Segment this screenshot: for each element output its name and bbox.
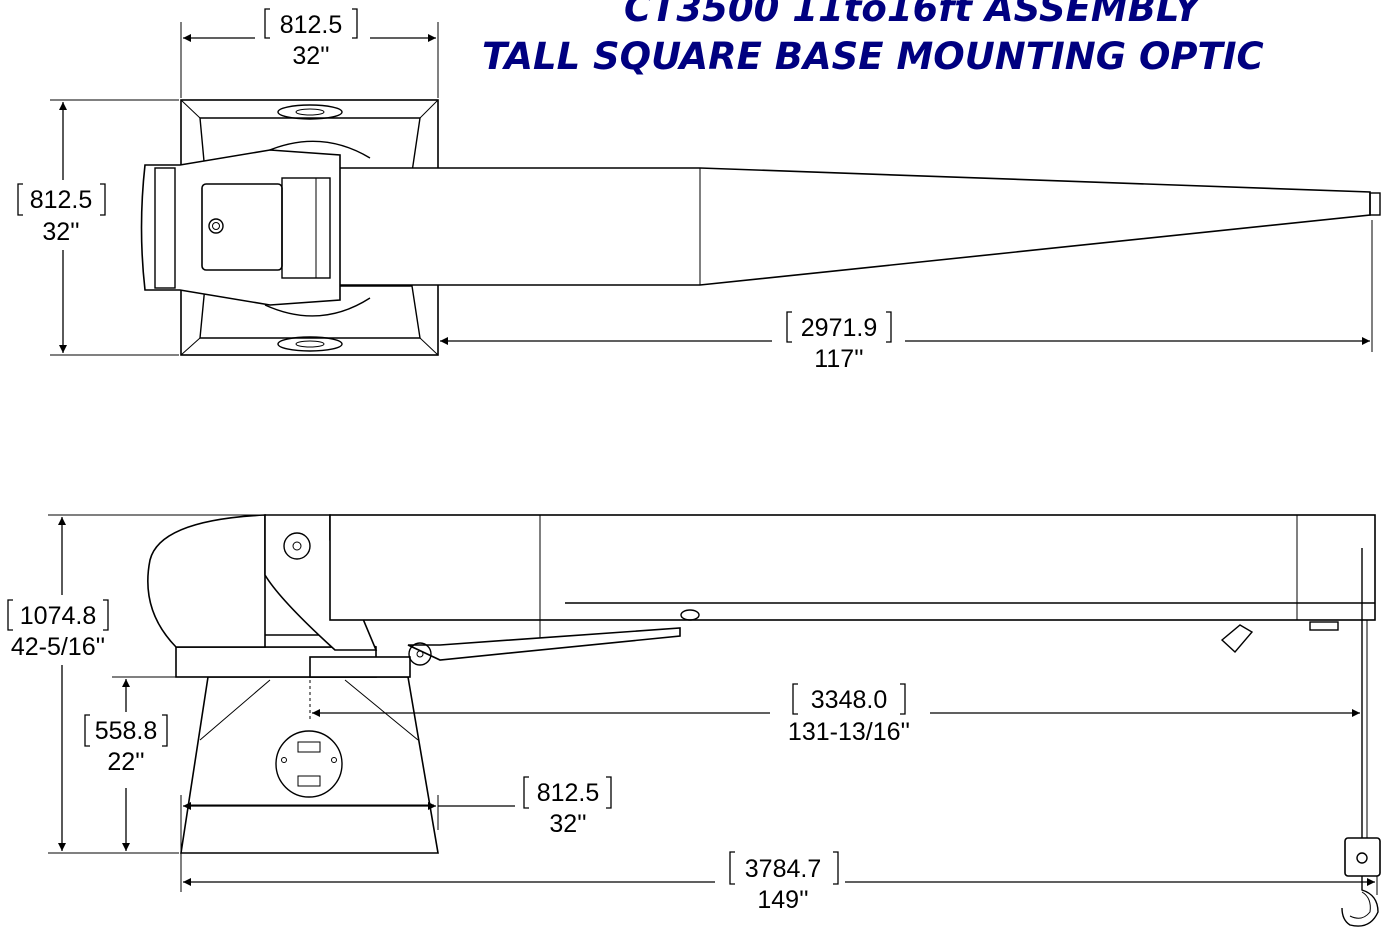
cover-plate <box>201 183 283 271</box>
base-access-port <box>275 730 343 798</box>
drawing-title-line1: CT3500 11to16ft ASSEMBLY <box>624 0 1201 30</box>
dim-top-boom-in: 117'' <box>814 345 863 373</box>
dim-top-depth: 812.5 32'' <box>17 99 179 356</box>
dim-side-base-width: 812.5 32'' <box>180 776 612 892</box>
dim-side-overall: 3784.7 149'' <box>183 851 1378 914</box>
dim-side-height: 1074.8 42-5/16'' <box>7 514 262 854</box>
dim-top-width-in: 32'' <box>292 42 329 70</box>
dim-top-width: 812.5 32'' <box>180 8 439 98</box>
dim-side-overall-mm: 3784.7 <box>745 855 821 883</box>
dim-top-depth-in: 32'' <box>42 218 79 246</box>
dim-side-base-width-in: 32'' <box>549 810 586 838</box>
dim-top-boom-mm: 2971.9 <box>801 314 877 342</box>
dim-top-width-mm: 812.5 <box>280 11 343 39</box>
base-pedestal <box>180 676 439 854</box>
dim-side-reach: 3348.0 131-13/16'' <box>309 680 1360 746</box>
boom-side-view <box>329 514 1376 621</box>
hook <box>1341 876 1379 927</box>
dim-top-depth-mm: 812.5 <box>30 186 93 214</box>
rear-housing-side <box>147 514 266 648</box>
drawing-title-line2: TALL SQUARE BASE MOUNTING OPTIC <box>482 35 1264 78</box>
dim-side-height-mm: 1074.8 <box>20 602 96 630</box>
boom-top-view <box>329 167 1371 286</box>
dim-side-reach-mm: 3348.0 <box>811 686 887 714</box>
dim-side-overall-in: 149'' <box>757 886 808 914</box>
lift-cylinder <box>407 627 681 661</box>
dim-side-base-height-mm: 558.8 <box>95 717 158 745</box>
top-view <box>140 99 1381 356</box>
hook-block <box>1344 837 1381 877</box>
dim-side-height-in: 42-5/16'' <box>11 633 105 661</box>
dim-top-boom: 2971.9 117'' <box>440 220 1373 373</box>
dim-side-reach-in: 131-13/16'' <box>788 718 910 746</box>
side-view <box>147 514 1381 927</box>
dim-side-base-height: 558.8 22'' <box>84 676 206 851</box>
dim-side-base-width-mm: 812.5 <box>537 779 600 807</box>
mount-slot-top <box>277 104 343 120</box>
mount-slot-bottom <box>277 336 343 352</box>
dim-side-base-height-in: 22'' <box>107 748 144 776</box>
